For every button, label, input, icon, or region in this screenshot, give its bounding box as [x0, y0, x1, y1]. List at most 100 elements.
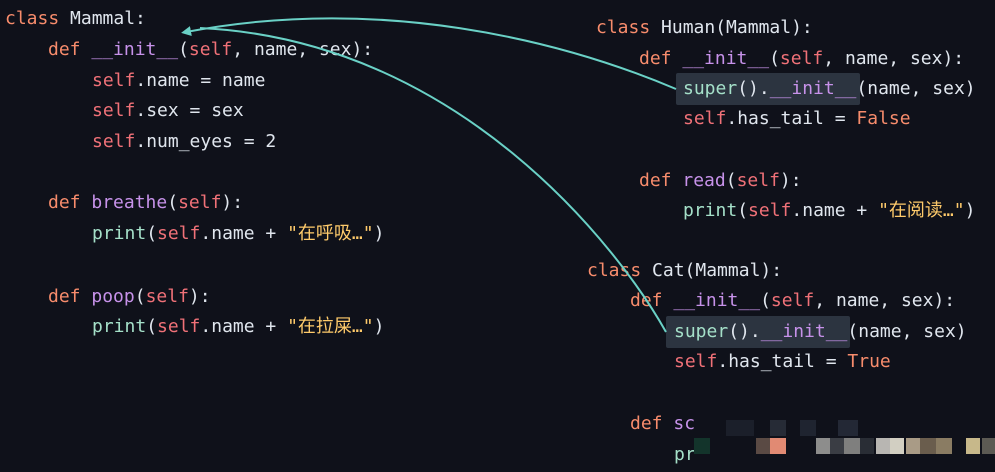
expression: .name + [200, 316, 288, 337]
statement: .num_eyes = 2 [135, 131, 277, 152]
paren: ): [779, 170, 802, 191]
string-literal: "在阅读…" [878, 200, 965, 221]
cat-init-line: def __init__(self, name, sex): [630, 290, 955, 312]
self-ref: self [683, 108, 727, 129]
mammal-poop-print: print(self.name + "在拉屎…") [92, 316, 384, 338]
keyword-def: def [639, 48, 672, 69]
paren: ) [964, 200, 976, 221]
mammal-class-line: class Mammal: [5, 8, 146, 30]
self-param: self [178, 192, 222, 213]
paren: ) [373, 223, 385, 244]
builtin-print: print [92, 316, 147, 337]
human-read-def: def read(self): [639, 170, 802, 192]
cat-class-line: class Cat(Mammal): [587, 260, 782, 282]
function-name: __init__ [769, 78, 857, 99]
string-literal: "在呼吸…" [287, 223, 374, 244]
keyword-class: class [596, 17, 651, 38]
keyword-def: def [630, 290, 663, 311]
function-name: poop [91, 286, 135, 307]
paren: ( [725, 170, 737, 191]
mammal-poop-def: def poop(self): [48, 286, 211, 308]
keyword-def: def [48, 39, 81, 60]
keyword-def: def [48, 286, 81, 307]
function-name: __init__ [682, 48, 770, 69]
self-ref: self [92, 100, 136, 121]
cat-super-highlight [666, 316, 850, 348]
self-ref: self [748, 200, 792, 221]
human-read-print: print(self.name + "在阅读…") [683, 200, 975, 222]
keyword-class: class [5, 8, 60, 29]
mammal-sex-assign: self.sex = sex [92, 100, 244, 122]
cat-pr-line: pr [674, 444, 696, 466]
builtin-print: print [683, 200, 738, 221]
keyword-def: def [48, 192, 81, 213]
cat-sc-def: def sc [630, 413, 695, 435]
self-param: self [779, 48, 824, 69]
self-ref: self [674, 351, 718, 372]
class-name: Cat(Mammal): [652, 260, 783, 281]
self-ref: self [157, 223, 201, 244]
keyword-def: def [639, 170, 672, 191]
paren: (). [737, 78, 770, 99]
human-init-line: def __init__(self, name, sex): [639, 48, 964, 70]
paren: ( [134, 286, 146, 307]
params: , name, sex): [232, 39, 374, 60]
mammal-eyes-assign: self.num_eyes = 2 [92, 131, 276, 153]
class-name: Mammal: [70, 8, 146, 29]
function-name: read [682, 170, 726, 191]
args: (name, sex) [856, 78, 976, 99]
paren: ): [221, 192, 244, 213]
paren: ( [760, 290, 771, 311]
self-param: self [145, 286, 189, 307]
self-ref: self [92, 131, 136, 152]
self-param: self [736, 170, 780, 191]
paren: ( [178, 39, 189, 60]
bool-literal: False [856, 108, 911, 129]
builtin-super: super [674, 321, 729, 342]
human-super-call: super().__init__(name, sex) [683, 78, 976, 100]
params: , name, sex): [823, 48, 965, 69]
human-super-highlight [676, 73, 860, 105]
expression: .name + [791, 200, 879, 221]
mammal-breathe-print: print(self.name + "在呼吸…") [92, 223, 384, 245]
function-name: __init__ [91, 39, 179, 60]
mammal-init-line: def __init__(self, name, sex): [48, 39, 373, 61]
expression: .name + [200, 223, 288, 244]
paren: ( [146, 316, 158, 337]
params: , name, sex): [814, 290, 956, 311]
function-name: breathe [91, 192, 168, 213]
keyword-def: def [630, 413, 663, 434]
cat-tail-assign: self.has_tail = True [674, 351, 891, 373]
self-ref: self [92, 70, 136, 91]
paren: (). [728, 321, 761, 342]
statement: .has_tail = [726, 108, 857, 129]
args: (name, sex) [847, 321, 967, 342]
mammal-breathe-def: def breathe(self): [48, 192, 243, 214]
mammal-name-assign: self.name = name [92, 70, 265, 92]
function-name: sc [673, 413, 696, 434]
statement: .has_tail = [717, 351, 848, 372]
function-name: __init__ [673, 290, 761, 311]
cat-super-call: super().__init__(name, sex) [674, 321, 967, 343]
builtin-print: print [92, 223, 147, 244]
self-param: self [188, 39, 233, 60]
bool-literal: True [847, 351, 891, 372]
paren: ( [737, 200, 749, 221]
keyword-class: class [587, 260, 642, 281]
statement: .sex = sex [135, 100, 244, 121]
string-literal: "在拉屎…" [287, 316, 374, 337]
paren: ( [146, 223, 158, 244]
self-param: self [770, 290, 815, 311]
self-ref: self [157, 316, 201, 337]
paren: ) [373, 316, 385, 337]
class-name: Human(Mammal): [661, 17, 813, 38]
paren: ( [769, 48, 780, 69]
builtin-print: pr [674, 444, 696, 465]
paren: ( [167, 192, 179, 213]
cat-super-arrow [199, 27, 667, 333]
builtin-super: super [683, 78, 738, 99]
human-tail-assign: self.has_tail = False [683, 108, 911, 130]
function-name: __init__ [760, 321, 848, 342]
human-class-line: class Human(Mammal): [596, 17, 813, 39]
statement: .name = name [135, 70, 266, 91]
